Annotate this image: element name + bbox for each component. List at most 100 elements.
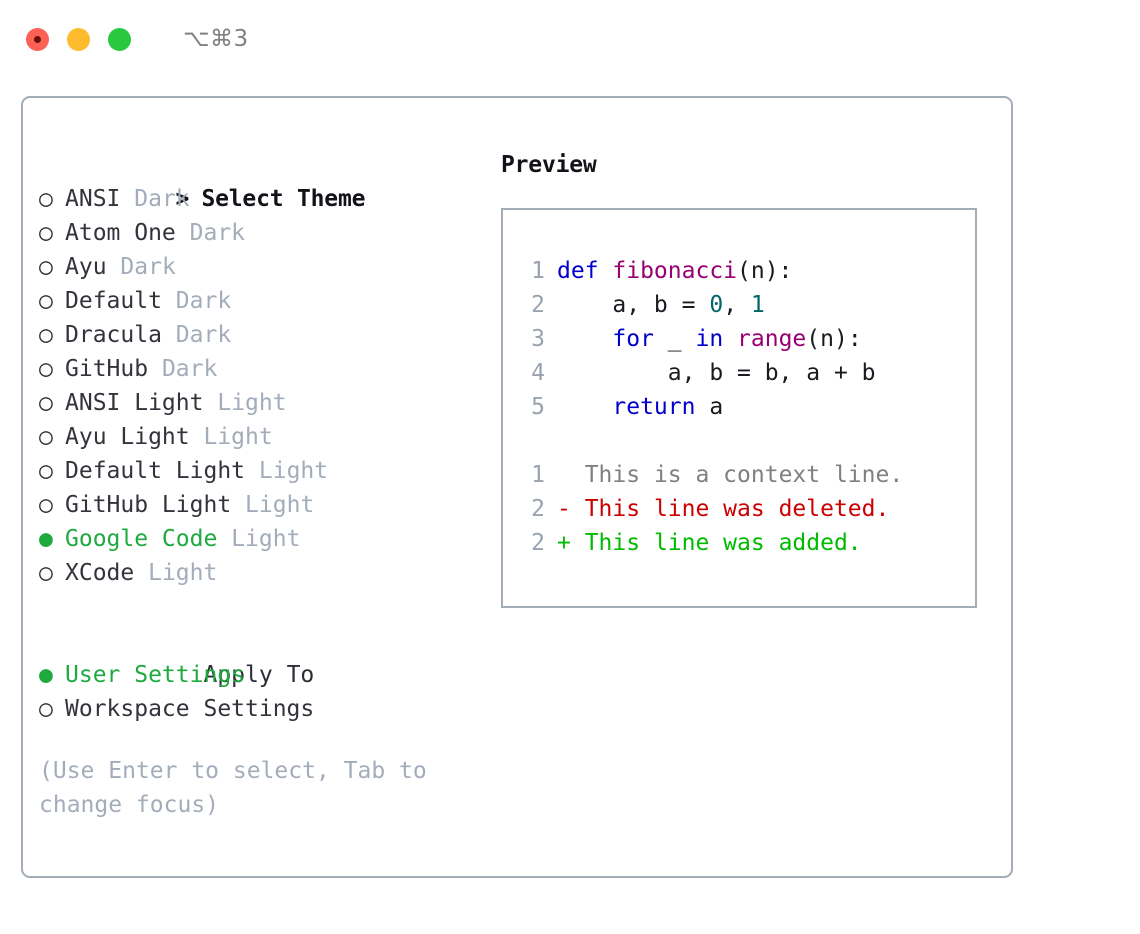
window-controls bbox=[26, 27, 131, 51]
radio-selected-icon[interactable]: ● bbox=[39, 662, 53, 688]
apply-to-item[interactable]: ○ Workspace Settings bbox=[39, 692, 459, 726]
radio-unselected-icon[interactable]: ○ bbox=[39, 560, 53, 586]
theme-list-item[interactable]: ○ GitHub Dark bbox=[39, 352, 459, 386]
theme-list: ○ANSI Dark○Atom One Dark○Ayu Dark○Defaul… bbox=[39, 182, 459, 590]
code-token: , bbox=[723, 292, 751, 318]
diff-text: This line was deleted. bbox=[570, 496, 890, 522]
radio-unselected-icon[interactable]: ○ bbox=[39, 322, 53, 348]
code-token: a bbox=[695, 394, 724, 420]
theme-variant-badge: Light bbox=[203, 424, 273, 450]
code-line: 3 for _ in range(n): bbox=[521, 322, 967, 356]
theme-label-gap bbox=[134, 560, 148, 586]
apply-to-label: User Settings bbox=[65, 662, 246, 688]
keyboard-shortcut-label: ⌥⌘3 bbox=[183, 26, 249, 52]
theme-name-label: Dracula bbox=[65, 322, 162, 348]
theme-name-label: XCode bbox=[65, 560, 135, 586]
theme-name-label: ANSI Light bbox=[65, 390, 204, 416]
theme-name-label: Atom One bbox=[65, 220, 176, 246]
preview-header-label: Preview bbox=[501, 152, 597, 178]
diff-line: 1 This is a context line. bbox=[521, 458, 967, 492]
theme-list-item[interactable]: ○Dracula Dark bbox=[39, 318, 459, 352]
radio-unselected-icon[interactable]: ○ bbox=[39, 458, 53, 484]
theme-variant-badge: Light bbox=[231, 526, 301, 552]
diff-line-number: 2 bbox=[531, 496, 545, 522]
line-number: 3 bbox=[531, 326, 545, 352]
theme-list-item[interactable]: ○ Default Light Light bbox=[39, 454, 459, 488]
diff-line-number: 2 bbox=[531, 530, 545, 556]
theme-label-gap bbox=[231, 492, 245, 518]
diff-sign: - bbox=[557, 496, 571, 522]
code-token: (n): bbox=[737, 258, 793, 284]
apply-to-list: ● User Settings ○ Workspace Settings bbox=[39, 658, 459, 726]
code-token: 1 bbox=[750, 292, 765, 318]
theme-list-item[interactable]: ●Google Code Light bbox=[39, 522, 459, 556]
theme-variant-badge: Light bbox=[258, 458, 329, 484]
line-number: 1 bbox=[531, 258, 545, 284]
theme-list-item[interactable]: ○Ayu Dark bbox=[39, 250, 459, 284]
radio-unselected-icon[interactable]: ○ bbox=[39, 186, 53, 212]
theme-list-item[interactable]: ○ Atom One Dark bbox=[39, 216, 459, 250]
theme-selection-panel: >Select Theme ○ANSI Dark○Atom One Dark○A… bbox=[39, 148, 459, 726]
apply-to-header: Apply To bbox=[39, 624, 459, 688]
radio-unselected-icon[interactable]: ○ bbox=[39, 696, 53, 722]
radio-selected-icon[interactable]: ● bbox=[39, 526, 53, 552]
theme-list-item[interactable]: ○ Default Dark bbox=[39, 284, 459, 318]
theme-variant-badge: Dark bbox=[189, 220, 246, 246]
theme-name-label: GitHub bbox=[65, 356, 149, 382]
apply-to-label: Workspace Settings bbox=[65, 696, 315, 722]
radio-unselected-icon[interactable]: ○ bbox=[39, 356, 53, 382]
code-token: 0 bbox=[709, 292, 724, 318]
theme-list-item[interactable]: ○ XCode Light bbox=[39, 556, 459, 590]
prompt-caret-icon: > bbox=[175, 186, 190, 212]
close-button[interactable] bbox=[26, 27, 49, 51]
code-token bbox=[557, 326, 612, 352]
radio-unselected-icon[interactable]: ○ bbox=[39, 424, 53, 450]
radio-unselected-icon[interactable]: ○ bbox=[39, 288, 53, 314]
theme-name-label: GitHub Light bbox=[65, 492, 232, 518]
theme-list-item[interactable]: ○ ANSI Dark bbox=[39, 182, 459, 216]
theme-label-gap bbox=[203, 390, 217, 416]
code-token: _ bbox=[653, 326, 696, 352]
code-line: 1 def fibonacci(n): bbox=[521, 254, 967, 288]
theme-list-item[interactable]: ○Ayu Light Light bbox=[39, 420, 459, 454]
apply-to-item[interactable]: ● User Settings bbox=[39, 658, 459, 692]
diff-text: This is a context line. bbox=[570, 462, 904, 488]
list-spacer bbox=[39, 590, 459, 624]
code-line: 5 return a bbox=[521, 390, 967, 424]
line-number: 2 bbox=[531, 292, 545, 318]
code-diff-spacer bbox=[521, 424, 967, 458]
theme-variant-badge: Dark bbox=[134, 186, 190, 212]
code-token: def bbox=[557, 258, 613, 284]
maximize-button[interactable] bbox=[108, 27, 131, 51]
code-line: 2 a, b = 0, 1 bbox=[521, 288, 967, 322]
line-number: 4 bbox=[531, 360, 545, 386]
theme-label-gap bbox=[148, 356, 162, 382]
radio-unselected-icon[interactable]: ○ bbox=[39, 390, 53, 416]
theme-name-label: Default Light bbox=[65, 458, 246, 484]
theme-name-label: ANSI bbox=[65, 186, 121, 212]
theme-variant-badge: Light bbox=[148, 560, 218, 586]
code-token: fibonacci bbox=[612, 258, 738, 284]
theme-label-gap bbox=[245, 458, 259, 484]
radio-unselected-icon[interactable]: ○ bbox=[39, 254, 53, 280]
code-token: range bbox=[737, 326, 807, 352]
theme-label-gap bbox=[107, 254, 121, 280]
theme-list-item[interactable]: ○GitHub Light Light bbox=[39, 488, 459, 522]
radio-unselected-icon[interactable]: ○ bbox=[39, 220, 53, 246]
theme-list-item[interactable]: ○ANSI Light Light bbox=[39, 386, 459, 420]
minimize-button[interactable] bbox=[67, 27, 90, 51]
code-token bbox=[557, 394, 612, 420]
code-token: (n): bbox=[806, 326, 862, 352]
theme-label-gap bbox=[162, 322, 176, 348]
radio-unselected-icon[interactable]: ○ bbox=[39, 492, 53, 518]
theme-variant-badge: Dark bbox=[161, 356, 218, 382]
theme-name-label: Default bbox=[65, 288, 162, 314]
diff-sample: 1 This is a context line.2- This line wa… bbox=[521, 458, 967, 560]
diff-line: 2- This line was deleted. bbox=[521, 492, 967, 526]
theme-variant-badge: Dark bbox=[175, 288, 232, 314]
select-theme-header-label: Select Theme bbox=[201, 186, 366, 212]
select-theme-header: > Select Theme bbox=[39, 148, 459, 212]
